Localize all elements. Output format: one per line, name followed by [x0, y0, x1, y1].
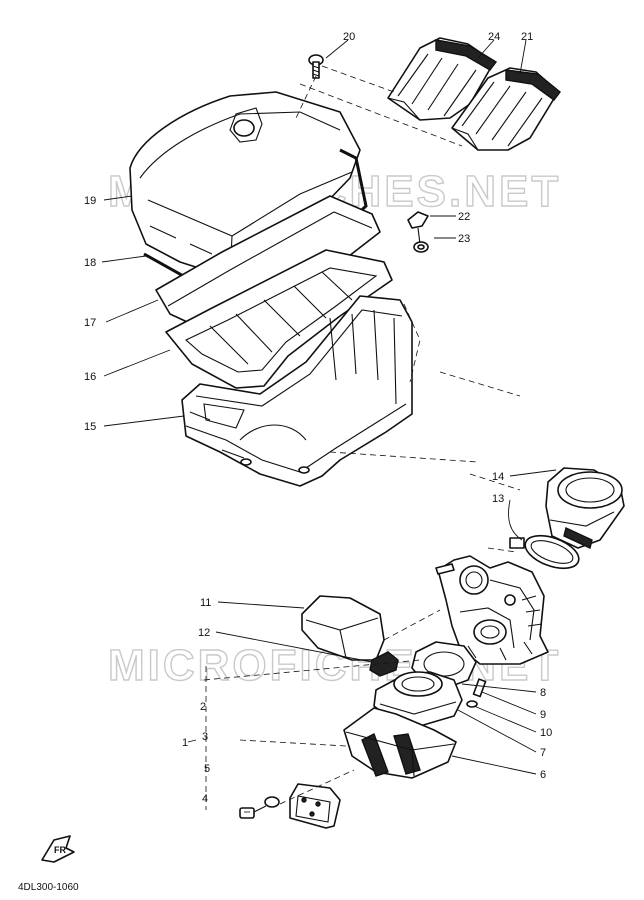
grommet-23 — [413, 241, 429, 253]
bolt-20 — [308, 54, 324, 79]
label-part-5: 5 — [204, 763, 210, 775]
label-part-7: 7 — [540, 747, 546, 759]
filter-frame-16 — [165, 249, 393, 389]
clip-22 — [407, 211, 429, 245]
carburetor-joint-7 — [373, 671, 463, 727]
label-part-19: 19 — [84, 195, 96, 207]
label-part-4: 4 — [202, 793, 208, 805]
front-arrow-icon: FR — [41, 835, 75, 863]
carburetor-assembly — [435, 555, 549, 665]
label-part-14: 14 — [492, 471, 504, 483]
front-mark: FR — [54, 845, 66, 855]
label-part-10: 10 — [540, 727, 552, 739]
label-part-17: 17 — [84, 317, 96, 329]
label-part-20: 20 — [343, 31, 355, 43]
screw-9 — [472, 678, 487, 698]
label-part-24: 24 — [488, 31, 500, 43]
assembly-lines — [203, 65, 521, 813]
label-part-22: 22 — [458, 211, 470, 223]
label-part-3: 3 — [202, 731, 208, 743]
part-labels: 20 24 21 19 18 17 16 15 22 23 14 13 11 1… — [84, 31, 552, 805]
label-part-2: 2 — [200, 701, 206, 713]
hose-clamp-13 — [509, 527, 593, 570]
label-part-11: 11 — [200, 597, 211, 609]
washer-10 — [466, 700, 478, 708]
intake-duct-24 — [387, 37, 498, 121]
intake-silencer-11 — [301, 595, 385, 661]
intake-duct-21 — [451, 67, 561, 151]
air-cleaner-case-15 — [181, 295, 413, 487]
label-part-15: 15 — [84, 421, 96, 433]
clip-12 — [369, 651, 399, 677]
label-part-13: 13 — [492, 493, 504, 505]
label-part-9: 9 — [540, 709, 546, 721]
reed-stopper-5 — [289, 783, 341, 829]
label-part-1: 1 — [182, 737, 188, 749]
label-part-6: 6 — [540, 769, 546, 781]
leader-lines — [101, 39, 557, 775]
diagram-code: 4DL300-1060 — [18, 882, 79, 893]
label-part-16: 16 — [84, 371, 96, 383]
label-part-12: 12 — [198, 627, 210, 639]
label-part-18: 18 — [84, 257, 96, 269]
reed-valve-6 — [343, 707, 457, 779]
label-part-21: 21 — [521, 31, 533, 43]
label-part-23: 23 — [458, 233, 470, 245]
screw-4 — [239, 796, 280, 819]
label-part-8: 8 — [540, 687, 546, 699]
